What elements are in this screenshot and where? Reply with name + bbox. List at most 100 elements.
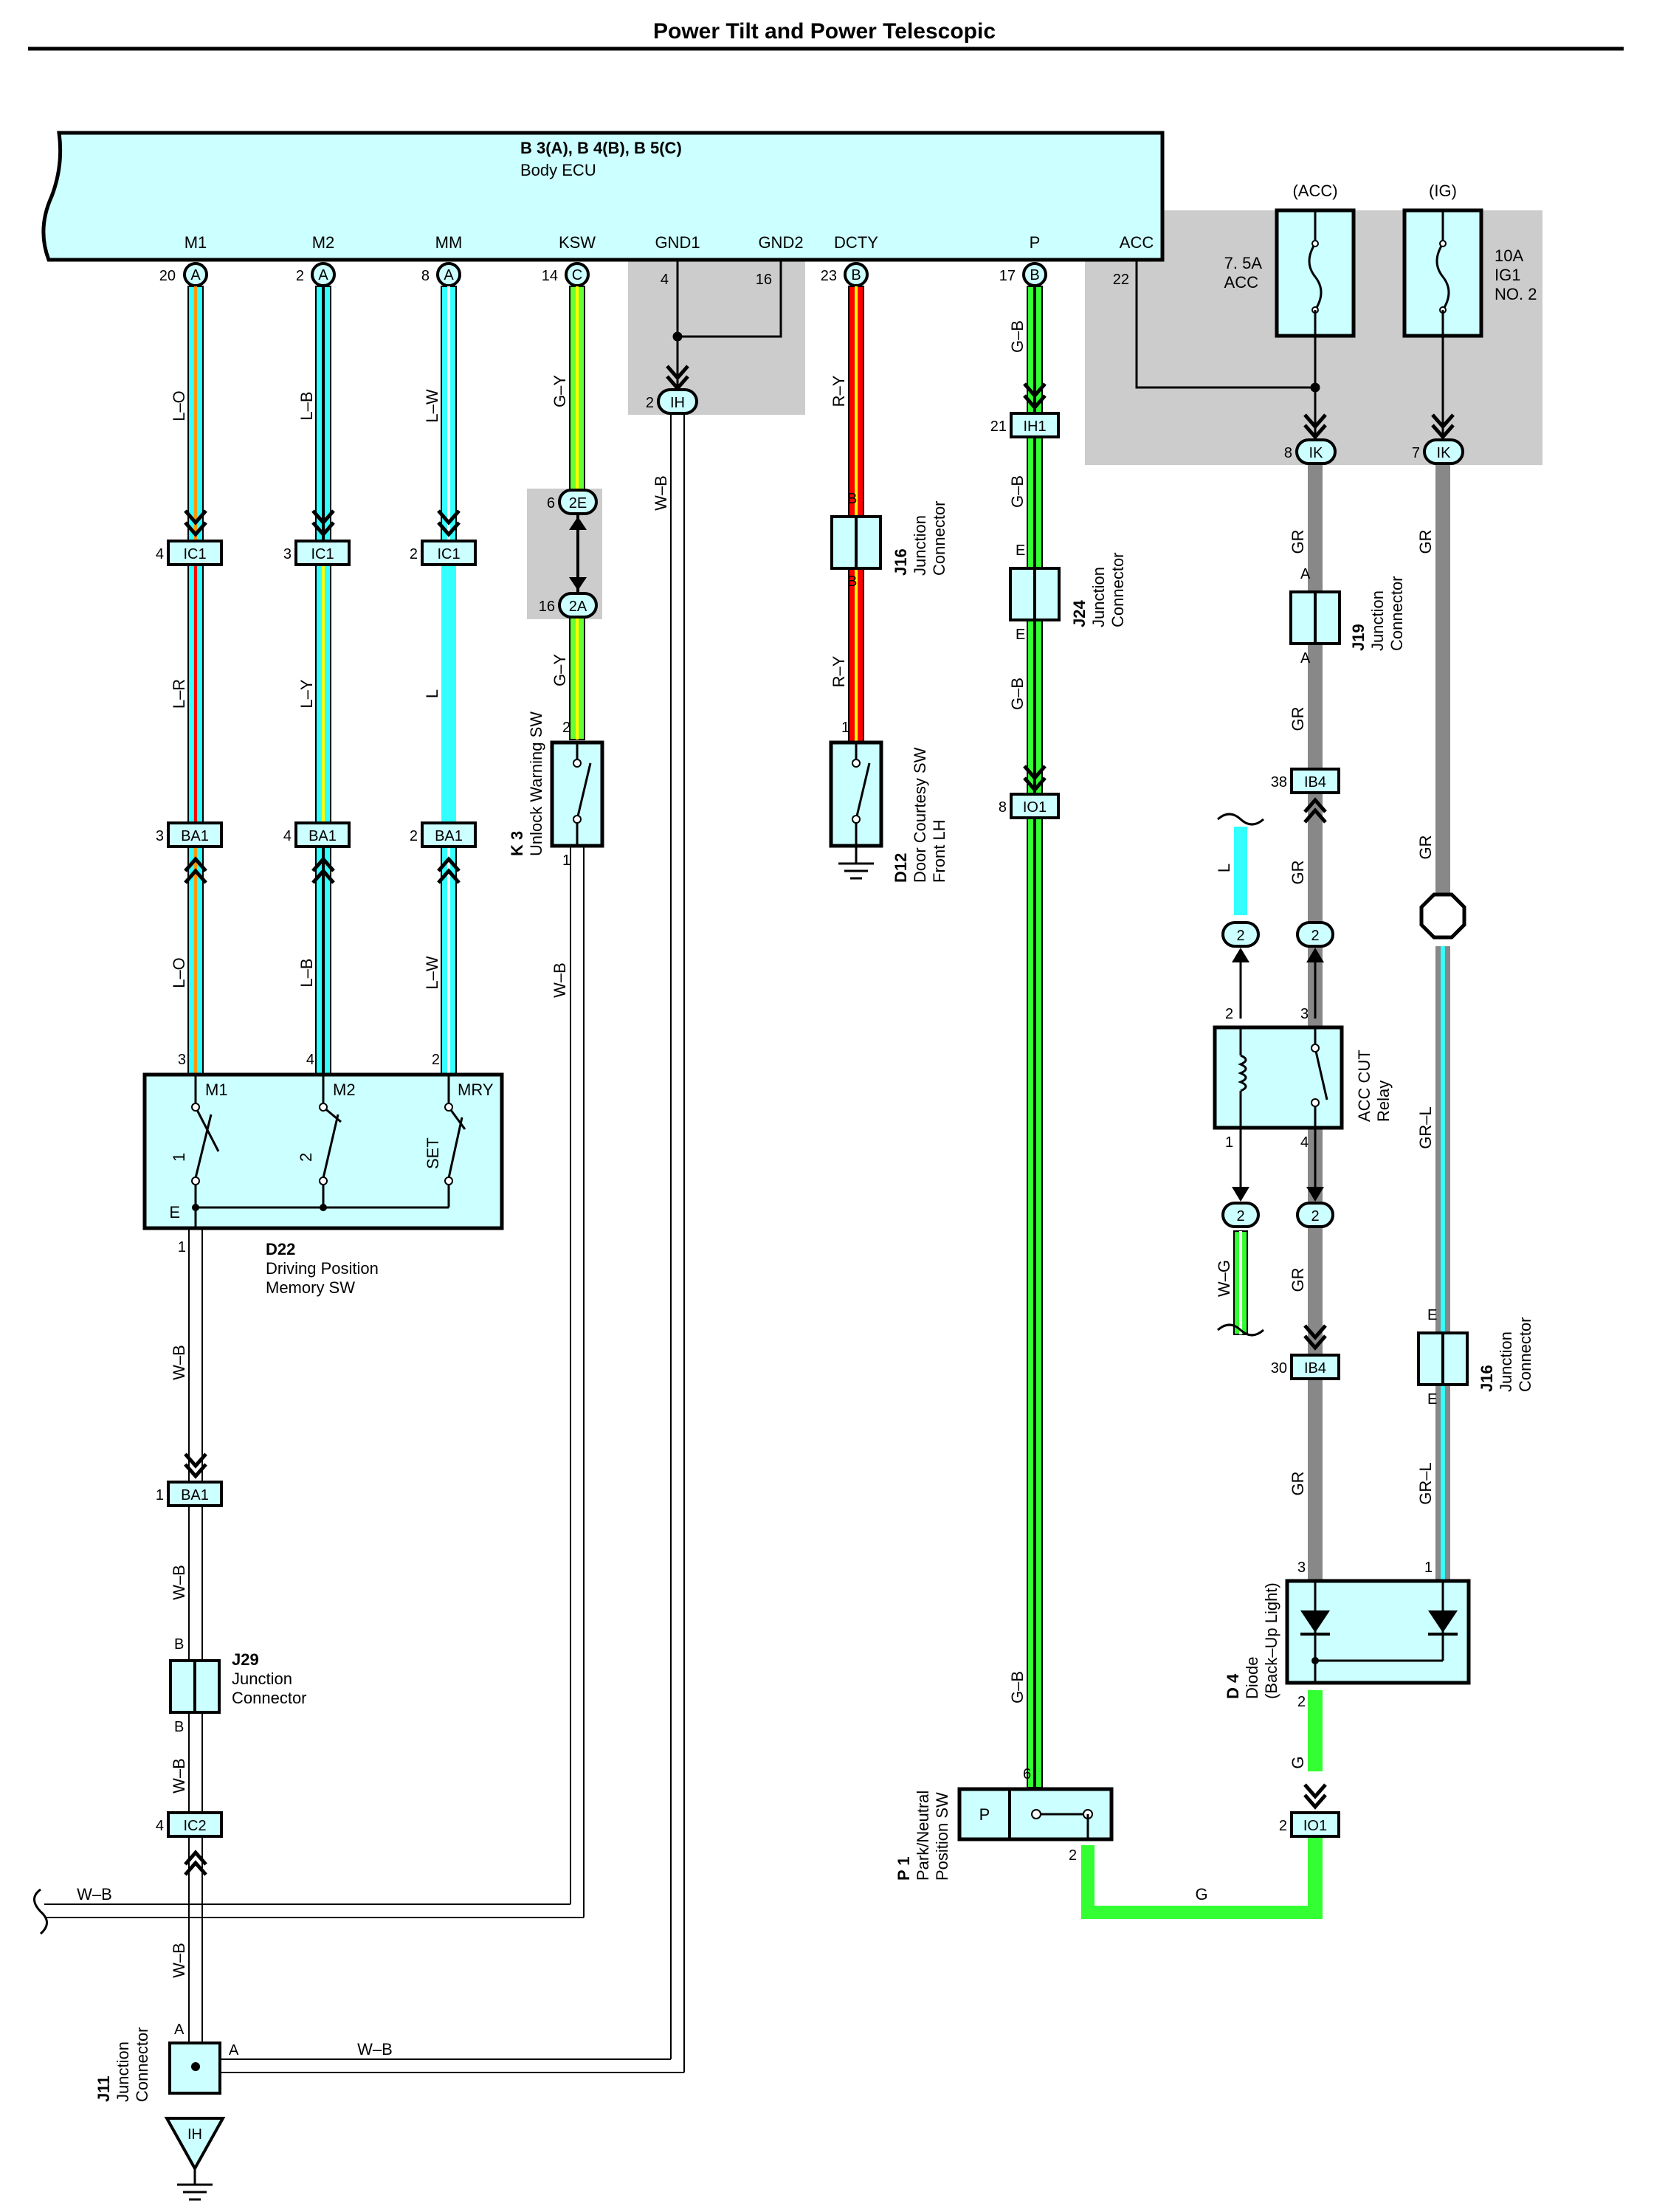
d22-e: E <box>169 1203 180 1222</box>
j19-pin-top: A <box>1300 566 1311 582</box>
fuse-ig-name: IG1 <box>1495 266 1520 284</box>
j16a-pin-bottom: B <box>847 573 857 590</box>
relay-arrows <box>1232 948 1324 1202</box>
pin-dcty: 23 <box>821 268 837 284</box>
wc-ry-bottom: R–Y <box>830 655 848 687</box>
j16a-pin-top: B <box>847 491 857 507</box>
ba1-b-pin: 4 <box>283 828 292 844</box>
ic1-b-pin: 3 <box>283 546 292 562</box>
pin-m2: 2 <box>296 268 304 284</box>
ih-pin: 2 <box>646 395 654 411</box>
fuse-ig-extra: NO. 2 <box>1495 285 1537 303</box>
j16a-ref: J16 <box>892 548 910 576</box>
ecu-term-ksw: KSW <box>559 233 596 252</box>
d22-set: SET <box>424 1137 442 1169</box>
wc-gr-5: GR <box>1289 1472 1307 1496</box>
d22-pin-3: 3 <box>178 1052 186 1068</box>
wc-wb-3: W–B <box>170 1758 188 1794</box>
relay-conn-4: 2 <box>1311 1208 1319 1224</box>
k3-name: Unlock Warning SW <box>527 712 545 856</box>
d4-pin-2: 2 <box>1297 1694 1306 1710</box>
d22-ref: D22 <box>266 1240 295 1258</box>
wc-lb-bottom: L–B <box>297 958 316 987</box>
j19-line2: Connector <box>1388 576 1406 651</box>
ic1-a-pin: 4 <box>156 546 164 562</box>
wc-wb-4: W–B <box>170 1943 188 1978</box>
p1-pin-6: 6 <box>1023 1766 1031 1782</box>
relay-pin-4: 4 <box>1300 1134 1309 1151</box>
j16b-pin-bottom: E <box>1427 1391 1437 1408</box>
ecu-term-mm: MM <box>435 233 463 252</box>
d22-line1: Driving Position <box>266 1259 379 1278</box>
ecu-term-gnd2: GND2 <box>758 233 803 252</box>
j24-pin-bottom: E <box>1016 627 1025 643</box>
wc-grl-2: GR–L <box>1416 1462 1435 1504</box>
ba1-c-pin: 2 <box>410 828 418 844</box>
ba1-b: BA1 <box>308 828 337 844</box>
arrow-2e-2a <box>569 514 587 593</box>
d4-line1: Diode <box>1243 1657 1261 1699</box>
relay-pin-2: 2 <box>1225 1006 1233 1022</box>
j29-line2: Connector <box>232 1689 307 1707</box>
ic1-c: IC1 <box>437 546 460 562</box>
wire-g <box>1081 1690 1323 1919</box>
ik-a-pin: 8 <box>1284 445 1292 461</box>
fuse-ig <box>1402 208 1483 338</box>
j19-line1: Junction <box>1368 590 1387 651</box>
conn-2e-pin: 6 <box>547 495 555 511</box>
ic2: IC2 <box>183 1818 206 1834</box>
ground-label: IH <box>187 2126 202 2143</box>
d22-pin-1: 1 <box>178 1239 186 1255</box>
j19-ref: J19 <box>1349 624 1368 651</box>
conn-ba1-row <box>167 821 477 1838</box>
d22-term-m2: M2 <box>333 1081 356 1099</box>
pin-p: 17 <box>999 268 1016 284</box>
wc-ly: L–Y <box>297 679 316 708</box>
d12-pin-1: 1 <box>841 720 849 736</box>
wc-gr-3: GR <box>1289 861 1307 885</box>
wire-gr-right <box>1435 459 1450 1581</box>
wc-lw-bottom: L–W <box>423 956 441 989</box>
conn-dcty: B <box>851 267 861 283</box>
wire-ksw <box>569 286 585 740</box>
conn-ic1-row <box>167 540 477 566</box>
j16b-ref: J16 <box>1478 1365 1496 1392</box>
d12-switch <box>829 740 883 880</box>
fuse-ig-header: (IG) <box>1429 182 1457 200</box>
ic1-b: IC1 <box>311 546 334 562</box>
relay-line1: ACC CUT <box>1355 1050 1373 1122</box>
ik-a: IK <box>1309 445 1324 461</box>
ecu-term-acc: ACC <box>1120 233 1154 252</box>
j11-pin-top: A <box>174 2022 185 2038</box>
wire-m1 <box>187 286 204 1075</box>
j11-line2: Connector <box>133 2027 151 2102</box>
p1-term: P <box>979 1805 990 1824</box>
wire-wb <box>44 413 685 2073</box>
wire-m2 <box>315 286 331 1075</box>
j19-pin-bottom: A <box>1300 650 1311 666</box>
k3-pin-1: 1 <box>562 852 570 869</box>
ba1-d: BA1 <box>181 1487 209 1503</box>
ba1-d-pin: 1 <box>156 1487 164 1503</box>
conn-ksw: C <box>572 267 582 283</box>
ib4-b-pin: 30 <box>1271 1360 1287 1377</box>
j11-pin-right: A <box>229 2042 239 2058</box>
d12-line1: Door Courtesy SW <box>911 747 929 883</box>
chevrons <box>184 365 1455 1876</box>
p1-line2: Position SW <box>933 1792 951 1881</box>
ecu-term-dcty: DCTY <box>834 233 878 252</box>
io1-b: IO1 <box>1303 1818 1327 1834</box>
pin-gnd2: 16 <box>756 272 772 288</box>
j16a-line2: Connector <box>930 500 948 576</box>
j24-pin-top: E <box>1016 542 1025 559</box>
wc-l-relay: L <box>1215 864 1233 872</box>
wc-gr-4: GR <box>1289 1268 1307 1292</box>
relay-pin-1: 1 <box>1225 1134 1233 1151</box>
pin-m1: 20 <box>159 268 176 284</box>
d22-pos2: 2 <box>297 1153 315 1162</box>
wire-gnd <box>672 260 782 390</box>
io1-a-pin: 8 <box>999 799 1007 816</box>
wc-wb-2: W–B <box>170 1565 188 1600</box>
d22-term-mry: MRY <box>458 1081 494 1099</box>
wc-gb-3: G–B <box>1008 678 1027 710</box>
